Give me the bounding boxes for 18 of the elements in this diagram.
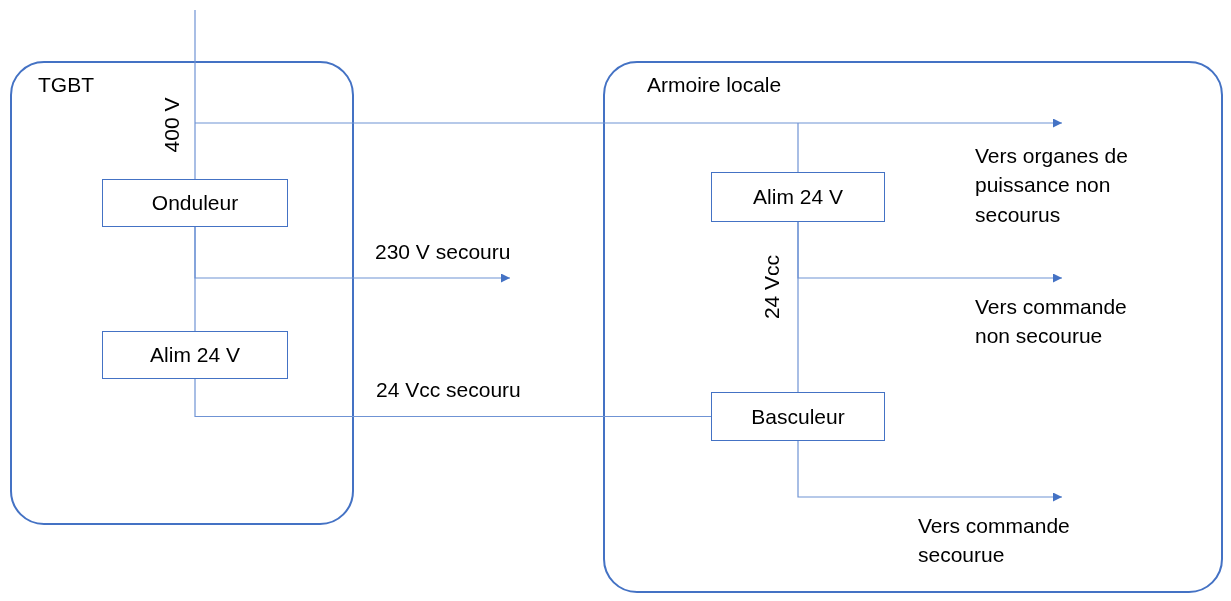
component-box: Basculeur: [711, 392, 885, 441]
wire-connector: [194, 378, 712, 418]
wire-connector: [797, 221, 1063, 283]
wire-connector: [797, 122, 799, 173]
panel-title: TGBT: [38, 73, 94, 97]
destination-label: Vers commande non secourue: [975, 278, 1165, 351]
component-box: Alim 24 V: [711, 172, 885, 222]
component-box: Onduleur: [102, 179, 288, 227]
destination-label: Vers organes de puissance non secourus: [975, 123, 1175, 230]
wire-connector: [194, 9, 196, 180]
wire-connector: [194, 118, 1063, 128]
enclosure-panel: [603, 61, 1223, 593]
destination-label: Vers commande secourue: [918, 497, 1108, 570]
enclosure-panel: [10, 61, 354, 525]
wire-connector: [194, 226, 511, 283]
panel-title: Armoire locale: [647, 73, 782, 97]
wire-connector: [797, 440, 1063, 502]
component-box: Alim 24 V: [102, 331, 288, 379]
